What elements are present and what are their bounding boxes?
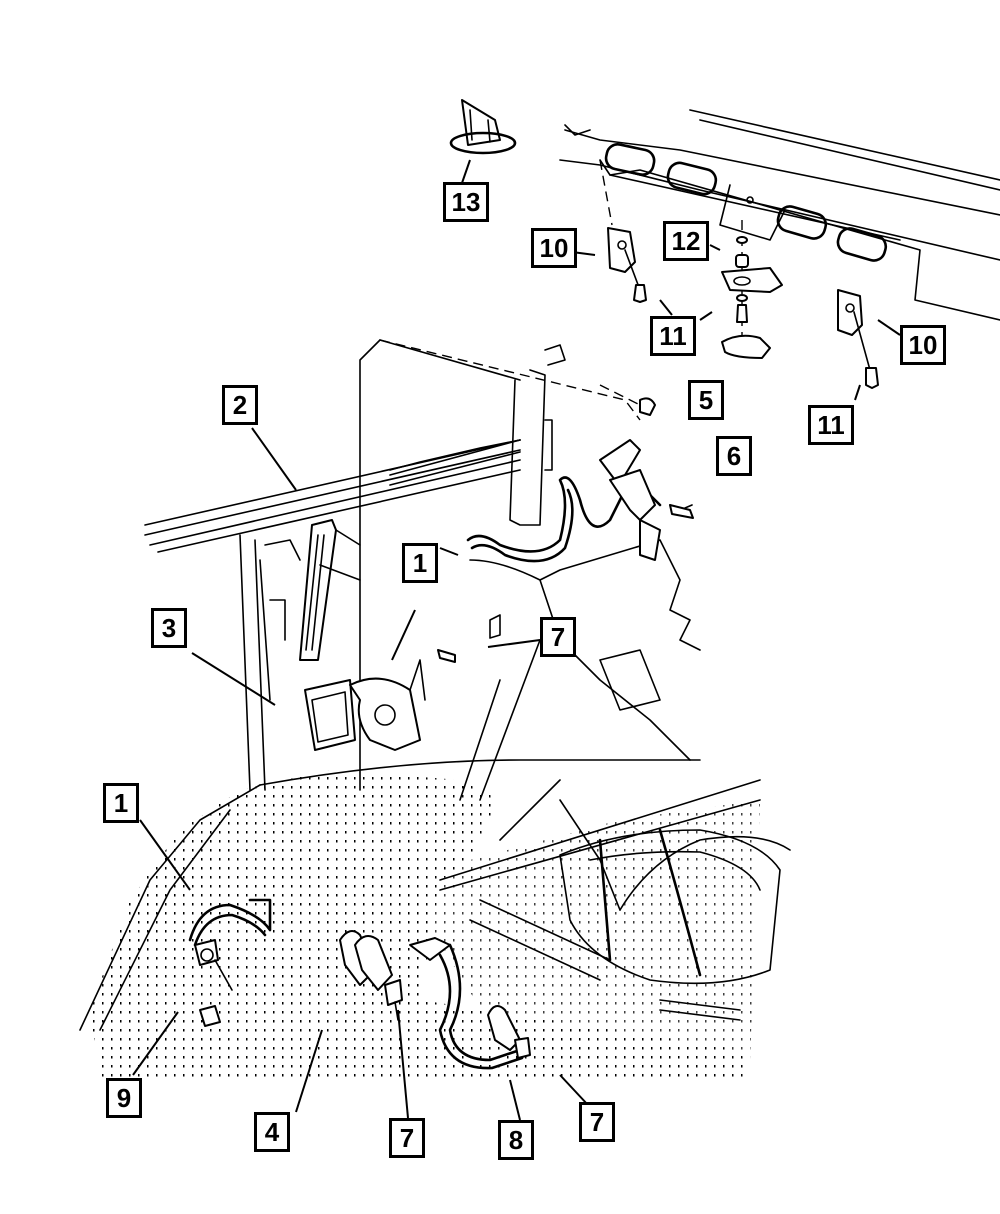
callout-7-right: 7	[579, 1102, 615, 1142]
callout-9: 9	[106, 1078, 142, 1118]
quarter-trim-panel	[359, 339, 701, 801]
callout-7-center: 7	[389, 1118, 425, 1158]
callout-4: 4	[254, 1112, 290, 1152]
part-1-shoulder-belt-upper	[466, 439, 662, 563]
callout-8: 8	[498, 1120, 534, 1160]
callout-12: 12	[663, 221, 709, 261]
part-12-anchor-assembly	[721, 220, 783, 359]
callout-1-lower: 1	[103, 783, 139, 823]
part-10-bracket-left	[599, 159, 647, 303]
part-9-lap-belt-retractor	[188, 898, 272, 1027]
callout-7-upper: 7	[540, 617, 576, 657]
callout-5: 5	[688, 380, 724, 420]
callout-1-upper: 1	[402, 543, 438, 583]
part-3-height-adjuster	[259, 519, 361, 701]
callout-10-left: 10	[531, 228, 577, 268]
package-shelf	[559, 109, 1000, 321]
callout-3: 3	[151, 608, 187, 648]
callout-2: 2	[222, 385, 258, 425]
spare-tire-well	[469, 828, 781, 1021]
part-10-bracket-right	[837, 289, 879, 389]
callout-11-right: 11	[808, 405, 854, 445]
part-4-buckle-assembly	[339, 930, 403, 1021]
rear-window	[144, 439, 521, 791]
callout-10-right: 10	[900, 325, 946, 365]
part-8-center-belt	[409, 937, 531, 1070]
callout-11-left: 11	[650, 316, 696, 356]
callout-6: 6	[716, 436, 752, 476]
callout-13: 13	[443, 182, 489, 222]
part-13-bezel	[449, 99, 517, 155]
part-5-clip	[599, 384, 656, 416]
floor-pan	[79, 759, 791, 1080]
part-1-retractor	[304, 649, 456, 751]
part-6-bolt	[669, 504, 694, 519]
